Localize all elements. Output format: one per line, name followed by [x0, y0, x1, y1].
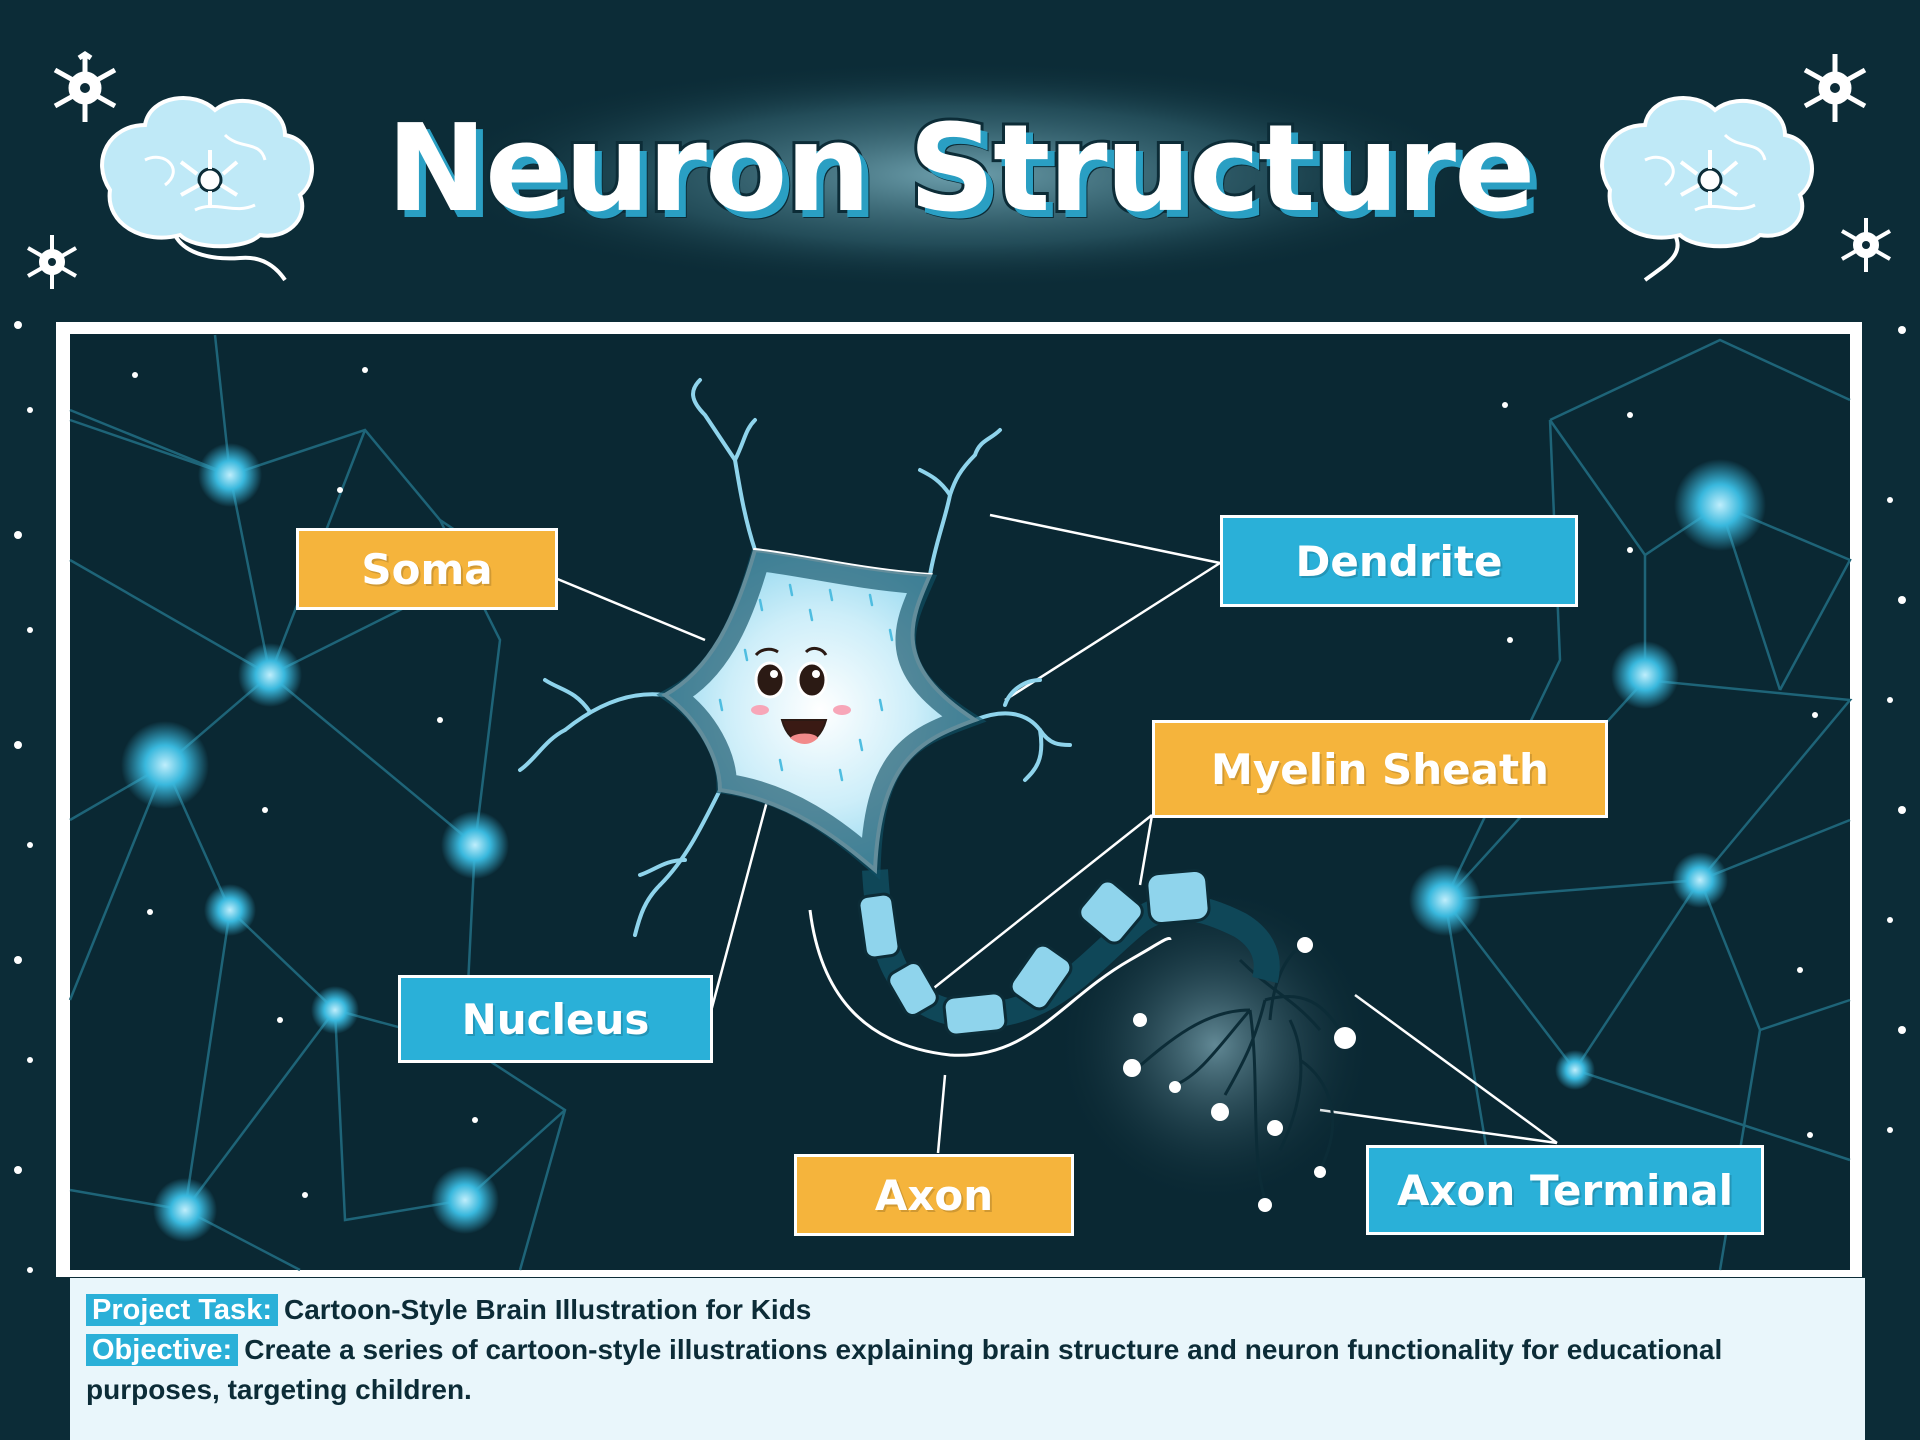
- mini-neuron-icon-1: [55, 54, 115, 122]
- objective-text: Create a series of cartoon-style illustr…: [86, 1334, 1722, 1405]
- project-task-text: Cartoon-Style Brain Illustration for Kid…: [284, 1294, 811, 1325]
- label-nucleus: Nucleus: [398, 975, 713, 1063]
- label-dendrite: Dendrite: [1220, 515, 1578, 607]
- mini-neuron-icon-3: [1805, 54, 1865, 122]
- label-myelin-sheath: Myelin Sheath: [1152, 720, 1608, 818]
- label-axon-terminal: Axon Terminal: [1366, 1145, 1764, 1235]
- objective-line: Objective:Create a series of cartoon-sty…: [86, 1330, 1849, 1410]
- footer-description: Project Task:Cartoon-Style Brain Illustr…: [70, 1278, 1865, 1440]
- brain-icon-right: [1602, 98, 1812, 280]
- label-soma: Soma: [296, 528, 558, 610]
- objective-tag: Objective:: [86, 1334, 238, 1366]
- mini-neuron-icon-4: [1842, 218, 1890, 272]
- label-axon: Axon: [794, 1154, 1074, 1236]
- project-task-line: Project Task:Cartoon-Style Brain Illustr…: [86, 1290, 1849, 1330]
- brain-icon-left: [102, 98, 312, 280]
- project-task-tag: Project Task:: [86, 1294, 278, 1326]
- page-title: Neuron Structure: [387, 110, 1534, 230]
- mini-neuron-icon-2: [28, 235, 76, 289]
- title-banner: Neuron Structure: [370, 95, 1550, 245]
